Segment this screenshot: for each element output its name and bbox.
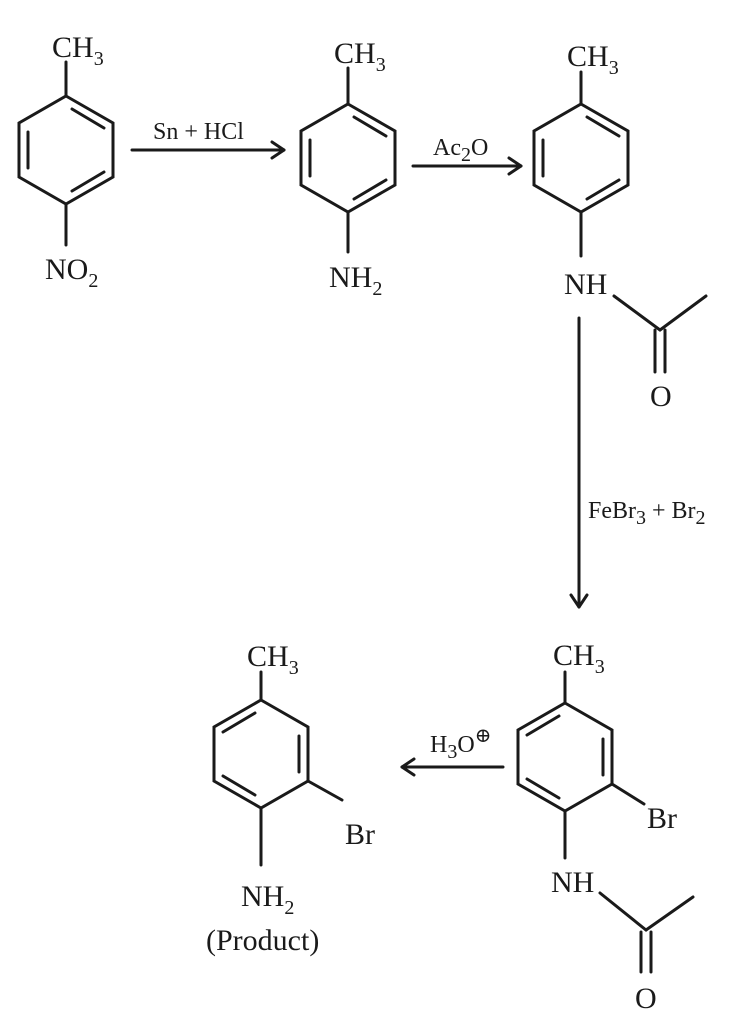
reaction-arrow-step4 — [400, 757, 505, 777]
reagent-h3o-plus: H3O⊕ — [430, 725, 491, 763]
molecule-acetanilide: CH3 NH O — [532, 40, 708, 413]
methyl-label: CH3 — [553, 639, 605, 678]
molecule-p-nitrotoluene: CH3 NO2 — [17, 31, 115, 292]
molecule-product: CH3 Br NH2 (Product) — [206, 640, 375, 957]
benzene-ring — [212, 698, 310, 810]
reaction-arrow-step2 — [411, 156, 523, 176]
acetyl-group — [612, 294, 708, 374]
reagent-sn-hcl: Sn + HCl — [153, 119, 244, 145]
bond-to-bromine — [306, 779, 344, 802]
amine-label: NH2 — [329, 261, 382, 300]
reaction-arrow-step3 — [569, 316, 589, 609]
benzene-ring — [532, 102, 630, 214]
methyl-label: CH3 — [247, 640, 299, 679]
nitro-label: NO2 — [45, 253, 98, 292]
acetyl-group — [598, 891, 695, 974]
molecule-p-toluidine: CH3 NH2 — [299, 37, 397, 300]
reagent-febr3-br2: FeBr3 + Br2 — [588, 498, 706, 529]
reaction-arrow-step1 — [130, 140, 286, 160]
carbonyl-oxygen-label: O — [650, 380, 672, 413]
product-caption: (Product) — [206, 924, 319, 957]
molecule-bromo-acetanilide: CH3 Br NH O — [516, 639, 695, 1015]
carbonyl-oxygen-label: O — [635, 982, 657, 1015]
benzene-ring — [299, 102, 397, 214]
bond-to-bromine — [610, 782, 646, 806]
nh-label: NH — [551, 866, 594, 899]
amine-label: NH2 — [241, 880, 294, 919]
methyl-label: CH3 — [334, 37, 386, 76]
bromine-label: Br — [345, 818, 375, 851]
benzene-ring — [516, 701, 614, 813]
bromine-label: Br — [647, 802, 677, 835]
reagent-ac2o: Ac2O — [433, 135, 488, 166]
benzene-ring — [17, 94, 115, 206]
nh-label: NH — [564, 268, 607, 301]
methyl-label: CH3 — [567, 40, 619, 79]
methyl-label: CH3 — [52, 31, 104, 70]
